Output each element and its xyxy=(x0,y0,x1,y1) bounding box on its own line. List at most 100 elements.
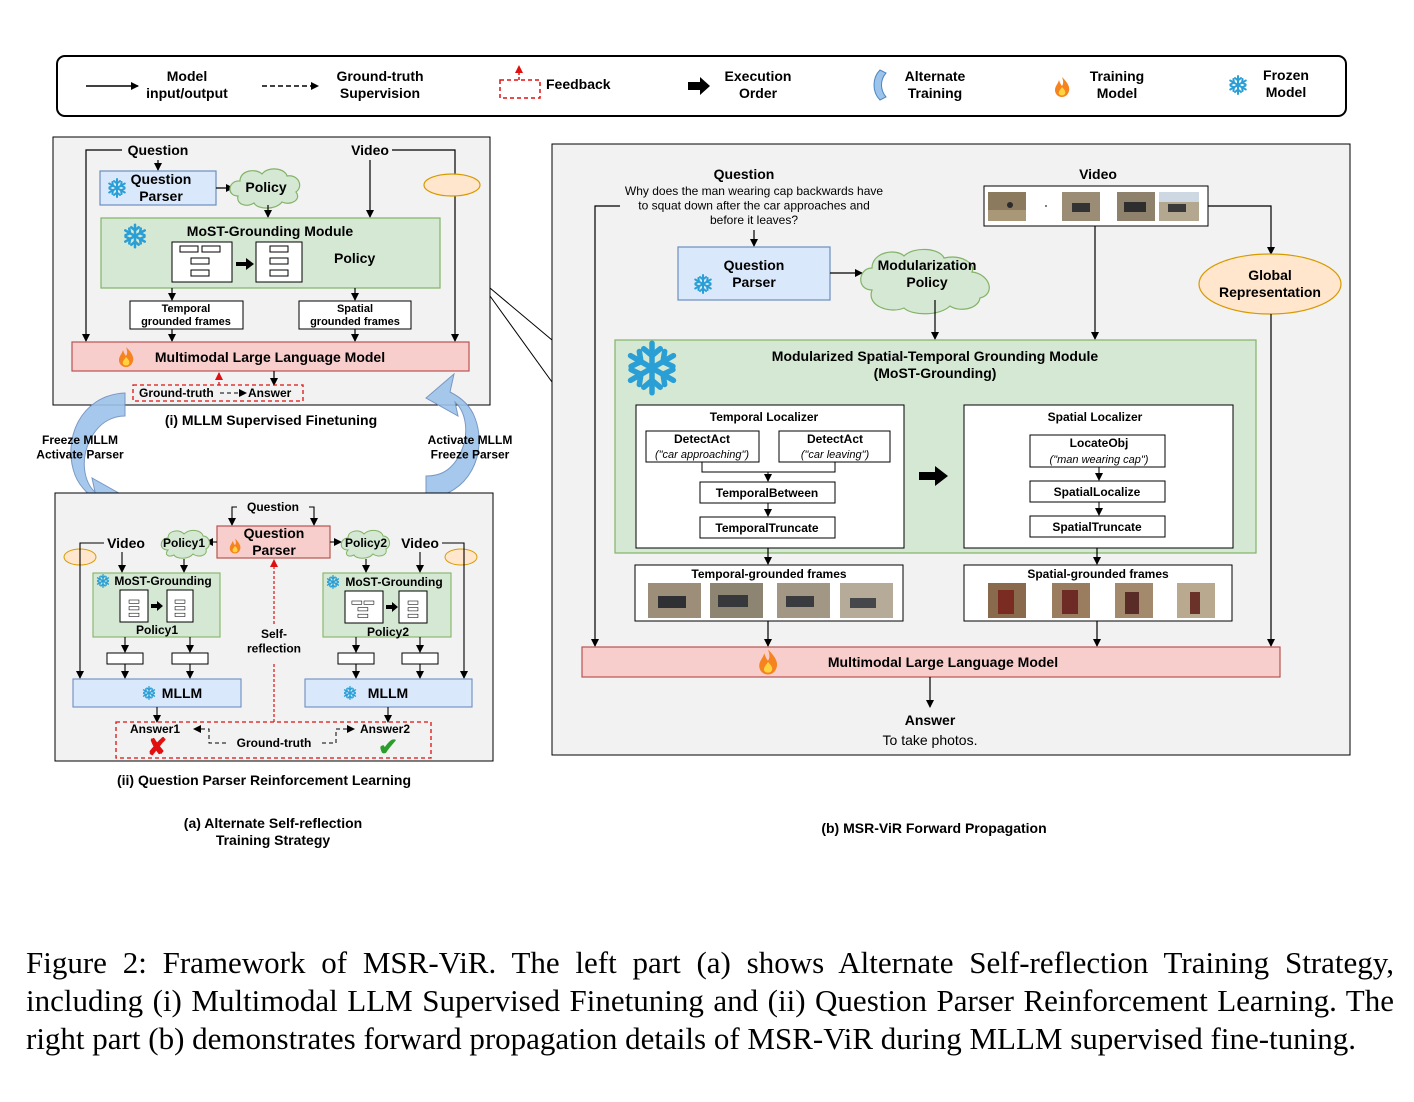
rl-frames-box xyxy=(337,652,375,665)
sft-exec-arrow-icon xyxy=(236,258,254,270)
fw-spatial-truncate-label: SpatialTruncate xyxy=(1052,520,1142,534)
rl-mllm-left xyxy=(72,678,242,708)
sft-answer-label: Answer xyxy=(248,386,292,400)
sft-ground-truth-label: Ground-truth xyxy=(139,386,214,400)
fw-detect-act-2 xyxy=(778,430,891,463)
fw-global-rep xyxy=(1198,253,1342,315)
subfigure-b-title: (b) MSR-ViR Forward Propagation xyxy=(821,820,1046,836)
rl-self-reflection-label: Self-reflection xyxy=(247,627,301,655)
fw-mllm xyxy=(581,646,1281,678)
figure-caption: Figure 2: Framework of MSR-ViR. The left… xyxy=(26,945,1394,1056)
panel-forward: Question Why does the man wearing cap ba… xyxy=(551,143,1351,756)
rl-grounding-right-title: MoST-Grounding xyxy=(345,575,442,589)
sft-mllm-label: Multimodal Large Language Model xyxy=(155,349,385,365)
curved-arrow-icon xyxy=(873,69,887,101)
fw-spatial-truncate xyxy=(1029,515,1166,538)
rl-policy2-cloud xyxy=(340,529,391,559)
fw-detect-act-1-arg: ("car approaching") xyxy=(655,449,749,461)
rl-video-left-label: Video xyxy=(107,535,145,551)
feedback-icon xyxy=(499,65,541,99)
sft-global-rep-ellipse xyxy=(423,173,481,197)
fw-locate-obj xyxy=(1029,434,1166,468)
rl-grounding-policy2-label: Policy2 xyxy=(367,625,409,639)
sft-question-parser xyxy=(99,170,217,206)
spatial-frame-thumbnails xyxy=(988,583,1215,618)
rl-frames-box xyxy=(171,652,209,665)
fw-detect-act-2-arg: ("car leaving") xyxy=(801,449,870,461)
fw-spatial-localizer-title: Spatial Localizer xyxy=(1048,410,1143,424)
fw-temporal-truncate xyxy=(699,516,836,539)
curved-arrow-icon xyxy=(425,372,480,499)
fw-locate-obj-arg: ("man wearing cap") xyxy=(1050,454,1149,466)
rl-mllm-right xyxy=(304,678,473,708)
fw-answer-text: To take photos. xyxy=(883,732,978,748)
rl-panel-title: (ii) Question Parser Reinforcement Learn… xyxy=(117,772,411,788)
rl-mllm-right-label: MLLM xyxy=(368,685,408,701)
fw-answer-label: Answer xyxy=(905,712,956,728)
sft-policy-label: Policy xyxy=(245,179,286,195)
fw-video-label: Video xyxy=(1079,166,1117,182)
fw-temporal-between-label: TemporalBetween xyxy=(716,486,818,500)
rl-frames-box xyxy=(401,652,439,665)
fw-temporal-localizer-title: Temporal Localizer xyxy=(710,410,819,424)
cross-icon: ✘ xyxy=(147,734,167,761)
fw-locate-obj-label: LocateObj xyxy=(1070,436,1129,450)
fw-temporal-frames-label: Temporal-grounded frames xyxy=(691,567,846,581)
rl-grounding-policy1-label: Policy1 xyxy=(136,623,178,637)
fw-grounding-module-title: Modularized Spatial-Temporal Grounding M… xyxy=(772,348,1099,381)
fw-detect-act-2-label: DetectAct xyxy=(807,432,863,446)
fw-spatial-frames-label: Spatial-grounded frames xyxy=(1027,567,1169,581)
check-icon: ✔ xyxy=(378,734,398,761)
execution-order-arrow-icon xyxy=(688,77,710,95)
sft-video-label: Video xyxy=(351,142,389,158)
rl-policy2-label: Policy2 xyxy=(345,536,387,550)
rl-ground-truth-label: Ground-truth xyxy=(237,736,312,750)
fw-detect-act-1 xyxy=(645,430,760,463)
rl-policy1-label: Policy1 xyxy=(163,536,205,550)
fw-spatial-localize xyxy=(1029,480,1166,503)
legend-feedback: Feedback xyxy=(546,76,611,92)
rl-answer2-label: Answer2 xyxy=(360,722,410,736)
temporal-frame-thumbnails xyxy=(648,583,893,618)
sft-temporal-frames xyxy=(129,300,244,330)
fw-policy-cloud xyxy=(860,248,990,315)
rl-policy1-cloud xyxy=(160,529,211,559)
sft-panel-title: (i) MLLM Supervised Finetuning xyxy=(165,412,377,428)
fw-spatial-localize-label: SpatialLocalize xyxy=(1054,485,1141,499)
rl-answer1-label: Answer1 xyxy=(130,722,180,736)
video-frame-thumbnails xyxy=(988,192,1199,221)
rl-mllm-left-label: MLLM xyxy=(162,685,202,701)
sft-feedback-box xyxy=(132,384,304,402)
rl-ellipse-right xyxy=(444,548,478,566)
sft-grounding-policy-label: Policy xyxy=(334,250,375,266)
rl-feedback-box xyxy=(115,721,432,759)
fw-temporal-truncate-label: TemporalTruncate xyxy=(715,521,818,535)
sft-question-label: Question xyxy=(128,142,189,158)
sft-policy-cloud xyxy=(229,168,301,209)
fw-question-label: Question xyxy=(714,166,775,182)
sft-mllm xyxy=(71,341,470,372)
fw-exec-arrow-icon xyxy=(919,466,948,486)
sft-grounding-module-title: MoST-Grounding Module xyxy=(187,223,354,239)
rl-question-label: Question xyxy=(247,500,299,514)
fw-detect-act-1-label: DetectAct xyxy=(674,432,730,446)
